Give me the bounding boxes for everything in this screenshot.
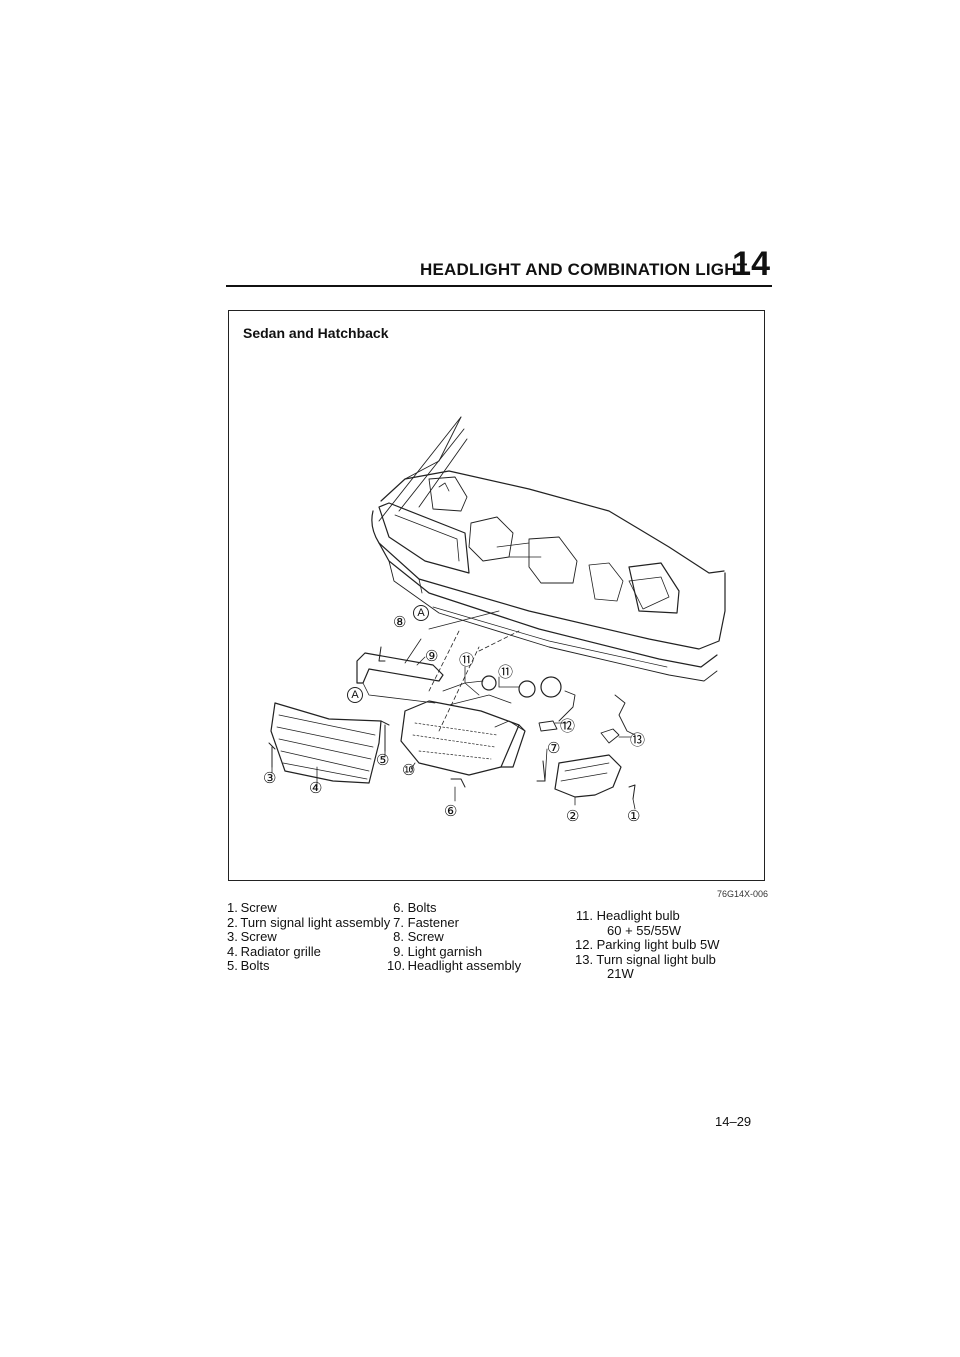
callout-2: ②: [566, 808, 580, 825]
callout-12: ⑫: [560, 718, 576, 735]
legend-item: 5. Bolts: [227, 958, 270, 973]
figure-code: 76G14X-006: [717, 889, 769, 899]
callout-6: ⑥: [444, 803, 458, 820]
callout-13: ⑬: [630, 732, 646, 749]
callout-4: ④: [309, 780, 323, 797]
callout-11a: ⑪: [459, 652, 475, 669]
callout-7: ⑦: [547, 740, 561, 757]
callout-9: ⑨: [425, 648, 439, 665]
legend-item-continuation: 60 + 55/55W: [607, 922, 682, 938]
callout-A-top: A: [413, 605, 429, 621]
callout-A-left: A: [347, 687, 363, 703]
section-title: HEADLIGHT AND COMBINATION LIGHT: [420, 260, 748, 279]
callout-1: ①: [627, 808, 641, 825]
page-header: HEADLIGHT AND COMBINATION LIGHT 14: [420, 246, 772, 286]
legend-item: 13. Turn signal light bulb: [575, 951, 716, 967]
legend-item: 4. Radiator grille: [227, 943, 321, 959]
header-rule: [226, 285, 772, 287]
legend-item: 1. Screw: [227, 900, 277, 915]
legend-item: 8. Screw: [393, 929, 444, 944]
legend-item: 2. Turn signal light assembly: [227, 914, 391, 930]
page-number: 14–29: [715, 1114, 752, 1129]
exploded-view-diagram: [268, 416, 726, 810]
callout-3: ③: [263, 770, 277, 787]
legend-item: 6. Bolts: [393, 900, 437, 915]
legend-column-1: 1. Screw 2. Turn signal light assembly 3…: [227, 900, 391, 974]
legend-item: 11. Headlight bulb: [575, 908, 680, 923]
legend-column-3: 11. Headlight bulb 60 + 55/55W 12. Parki…: [575, 908, 720, 982]
callout-11b: ⑪: [498, 664, 514, 681]
legend-item: 12. Parking light bulb 5W: [575, 937, 720, 952]
legend-item: 3. Screw: [227, 929, 277, 944]
legend-item: 10. Headlight assembly: [387, 958, 522, 973]
section-number: 14: [732, 245, 770, 283]
callout-8: ⑧: [393, 614, 407, 631]
legend-column-2: 6. Bolts 7. Fastener 8. Screw 9. Light g…: [387, 900, 522, 974]
legend-item: 7. Fastener: [393, 914, 459, 930]
callout-10: ⑩: [402, 762, 416, 779]
figure-title: Sedan and Hatchback: [243, 325, 389, 341]
legend-item-continuation: 21W: [607, 966, 634, 981]
figure-box: Sedan and Hatchback: [228, 310, 765, 881]
callout-5: ⑤: [376, 752, 390, 769]
legend-item: 9. Light garnish: [393, 943, 483, 959]
